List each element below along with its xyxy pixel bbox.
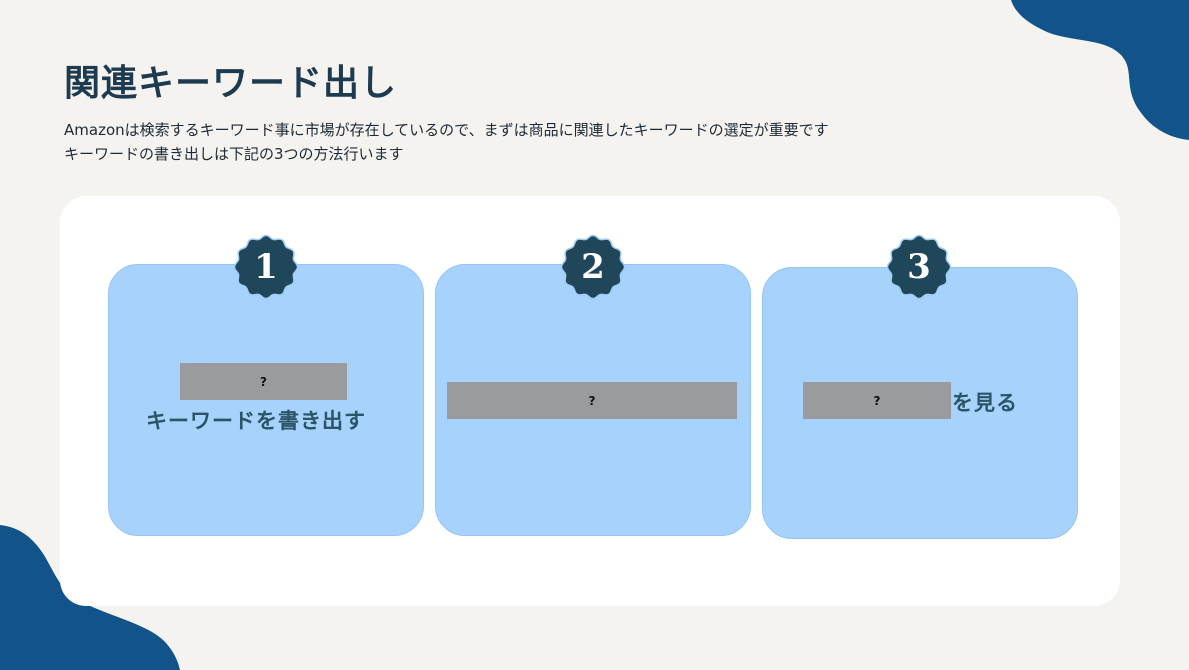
badge-shape-icon (886, 234, 952, 300)
corner-blob-top-right (1011, 0, 1189, 140)
card-1-label: キーワードを書き出す (146, 409, 366, 433)
method-card-1 (108, 264, 424, 536)
step-number-2: 2 (581, 247, 605, 287)
card-3-label: を見る (952, 391, 1018, 415)
badge-shape-icon (233, 234, 299, 300)
corner-blob-bottom-left (0, 525, 180, 670)
step-badge-1: 1 (233, 234, 299, 300)
redacted-box-1: ? (180, 363, 347, 400)
redacted-box-2: ? (447, 382, 737, 419)
subtitle-line-2: キーワードの書き出しは下記の3つの方法行います (64, 145, 404, 163)
step-number-1: 1 (254, 247, 278, 287)
step-number-3: 3 (907, 247, 931, 287)
redacted-box-3: ? (803, 382, 951, 419)
badge-shape-icon (560, 234, 626, 300)
page-subtitle: Amazonは検索するキーワード事に市場が存在しているので、まずは商品に関連した… (64, 118, 829, 166)
page-title: 関連キーワード出し (64, 63, 398, 104)
subtitle-line-1: Amazonは検索するキーワード事に市場が存在しているので、まずは商品に関連した… (64, 121, 829, 139)
step-badge-2: 2 (560, 234, 626, 300)
step-badge-3: 3 (886, 234, 952, 300)
